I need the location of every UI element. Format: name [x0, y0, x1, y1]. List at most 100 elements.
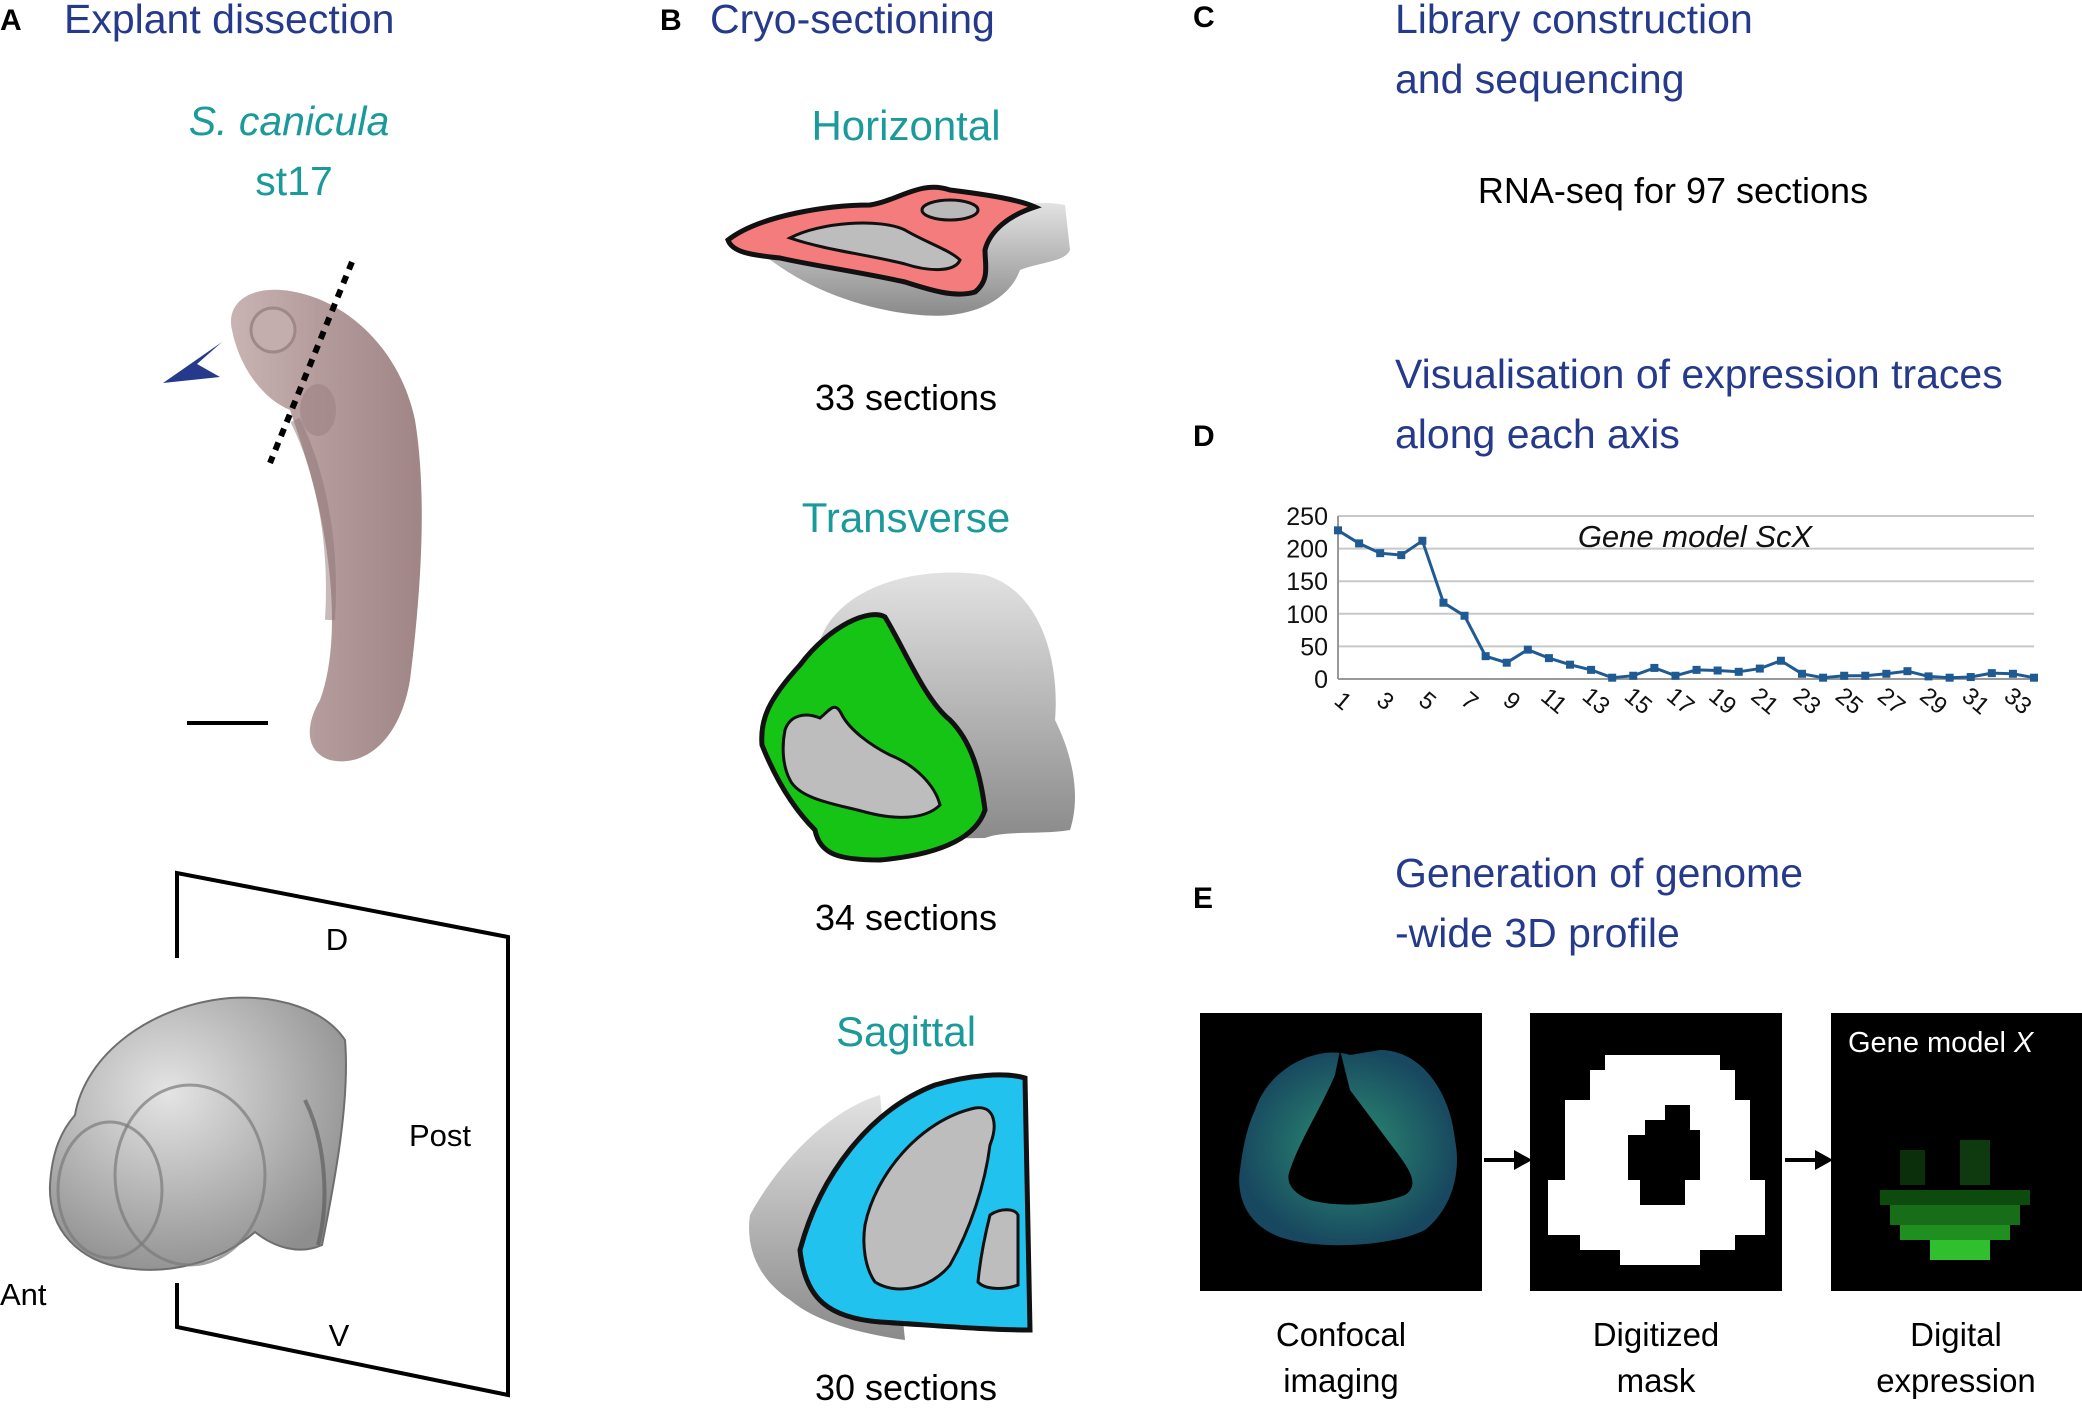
data-point [1481, 652, 1490, 661]
panel-c-title-line2: and sequencing [1395, 56, 1685, 102]
panel-e: E Generation of genome -wide 3D profile [1193, 850, 2082, 1399]
data-point [2030, 673, 2038, 682]
data-point [2008, 669, 2017, 678]
dissection-cut-line [267, 260, 355, 465]
caption-confocal-line1: Confocal [1276, 1316, 1406, 1353]
transverse-section-image [759, 572, 1075, 863]
x-tick-label: 15 [1619, 682, 1657, 720]
caption-expression-line1: Digital [1910, 1316, 2002, 1353]
data-point [1608, 673, 1617, 682]
panel-b: B Cryo-sectioning Horizontal 33 sections… [660, 0, 1075, 1408]
data-point [1629, 671, 1638, 680]
anterior-label: Ant [0, 1277, 47, 1312]
embryo-image [230, 289, 422, 762]
data-point [1882, 669, 1891, 678]
stage-label: st17 [255, 158, 333, 204]
data-point [1713, 666, 1722, 675]
data-point [1734, 667, 1743, 676]
data-point [1544, 654, 1553, 663]
data-point [1671, 671, 1680, 680]
data-point [1819, 673, 1828, 682]
rna-seq-note: RNA-seq for 97 sections [1478, 170, 1868, 211]
chart-y-tick-labels: 0 50 100 150 200 250 [1286, 503, 1328, 694]
x-tick-label: 19 [1704, 682, 1742, 720]
data-point [1523, 645, 1532, 654]
panel-a-title: Explant dissection [64, 0, 394, 42]
data-point [1650, 663, 1659, 672]
y-tick-label: 200 [1286, 536, 1328, 564]
gene-model-overlay: Gene model X [1848, 1027, 2035, 1059]
x-tick-label: 29 [1914, 682, 1952, 720]
orientation-plane [175, 870, 510, 1398]
data-point [1566, 660, 1574, 669]
caption-mask-line1: Digitized [1593, 1316, 1720, 1353]
data-point [1397, 551, 1406, 560]
panel-c-letter: C [1193, 1, 1215, 34]
panel-d-title-line1: Visualisation of expression traces [1395, 351, 2003, 397]
panel-b-title: Cryo-sectioning [710, 0, 995, 42]
y-tick-label: 50 [1300, 633, 1328, 661]
data-point [1945, 673, 1954, 682]
caption-mask-line2: mask [1617, 1362, 1696, 1399]
arrowhead [1815, 1150, 1833, 1170]
data-point [1439, 598, 1448, 607]
y-tick-label: 100 [1286, 601, 1328, 629]
series-line [1337, 529, 2035, 680]
y-tick-label: 0 [1314, 666, 1328, 694]
data-point [1755, 664, 1764, 673]
panel-c-title-line1: Library construction [1395, 0, 1753, 42]
x-tick-label: 3 [1371, 687, 1399, 716]
data-point [1376, 549, 1385, 558]
panel-d: D Visualisation of expression traces alo… [1193, 351, 2038, 720]
dorsal-label: D [326, 922, 348, 957]
digital-expression-image: Gene model X [1831, 1013, 2082, 1291]
x-tick-label: 1 [1329, 687, 1357, 716]
y-tick-label: 150 [1286, 568, 1328, 596]
gene-model-prefix: Gene model [1848, 1027, 2014, 1059]
confocal-image [1200, 1013, 1482, 1291]
horizontal-section-image [725, 184, 1070, 316]
panel-e-letter: E [1193, 882, 1213, 915]
panel-e-title-line2: -wide 3D profile [1395, 910, 1680, 956]
sagittal-section-image [749, 1072, 1033, 1340]
data-point [1861, 671, 1870, 680]
caption-confocal-line2: imaging [1283, 1362, 1399, 1399]
posterior-label: Post [409, 1118, 471, 1153]
section-count-transverse: 34 sections [815, 897, 997, 938]
x-tick-label: 17 [1661, 682, 1699, 720]
sem-embryo-model [48, 996, 347, 1271]
data-point [1334, 526, 1342, 535]
data-point [1355, 539, 1364, 548]
panel-a-letter: A [0, 4, 22, 37]
data-point [1587, 665, 1596, 674]
arrowhead-marker [163, 342, 222, 383]
y-tick-label: 250 [1286, 503, 1328, 531]
x-tick-label: 23 [1788, 682, 1826, 720]
section-count-sagittal: 30 sections [815, 1367, 997, 1408]
data-point [1924, 672, 1933, 681]
data-point [1692, 665, 1701, 674]
x-tick-label: 11 [1536, 683, 1572, 720]
panel-d-letter: D [1193, 420, 1215, 453]
x-tick-label: 13 [1577, 682, 1615, 720]
data-point [1460, 611, 1469, 620]
panel-d-title-line2: along each axis [1395, 411, 1680, 457]
panel-a: A Explant dissection S. canicula st17 D … [0, 0, 510, 1398]
chart-gridlines [1337, 515, 2034, 680]
x-tick-label: 31 [1957, 682, 1995, 720]
data-point [1966, 673, 1975, 682]
plane-name-sagittal: Sagittal [836, 1008, 976, 1055]
arrowhead [1514, 1150, 1532, 1170]
data-point [1987, 669, 1996, 678]
caption-expression-line2: expression [1876, 1362, 2036, 1399]
plane-name-transverse: Transverse [802, 494, 1011, 541]
data-point [1903, 667, 1912, 676]
data-point [1798, 669, 1806, 678]
panel-b-letter: B [660, 4, 682, 37]
x-tick-label: 9 [1498, 687, 1526, 716]
x-tick-label: 5 [1413, 687, 1441, 716]
x-tick-label: 21 [1746, 682, 1784, 720]
section-count-horizontal: 33 sections [815, 377, 997, 418]
